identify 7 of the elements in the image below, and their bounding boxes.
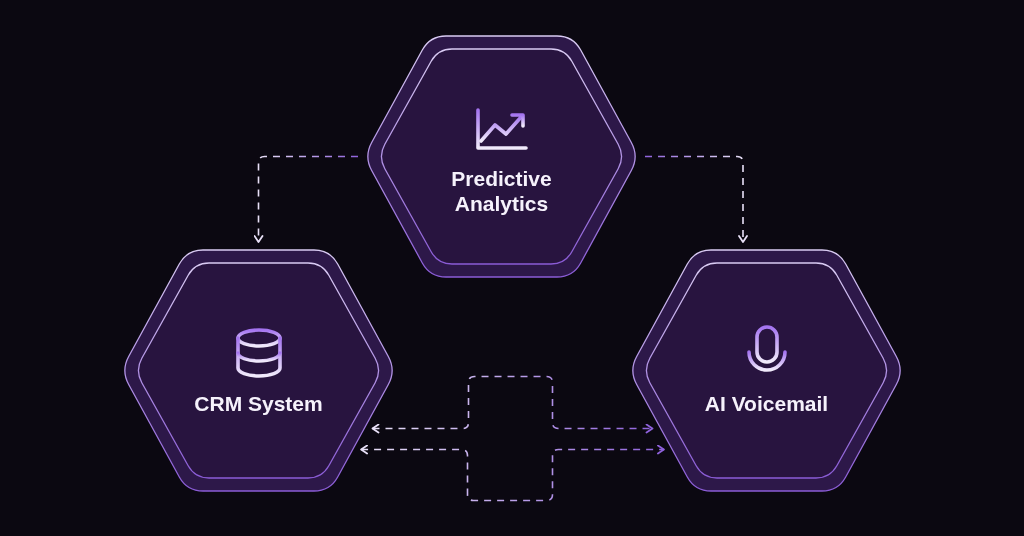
dashed-arrow	[360, 444, 665, 502]
node-label: Predictive Analytics	[450, 166, 553, 216]
node-label: AI Voicemail	[703, 391, 830, 416]
dashed-arrow	[253, 155, 359, 243]
dashed-arrow	[371, 375, 654, 434]
dashed-arrow	[644, 155, 748, 243]
node-label: CRM System	[193, 391, 324, 416]
